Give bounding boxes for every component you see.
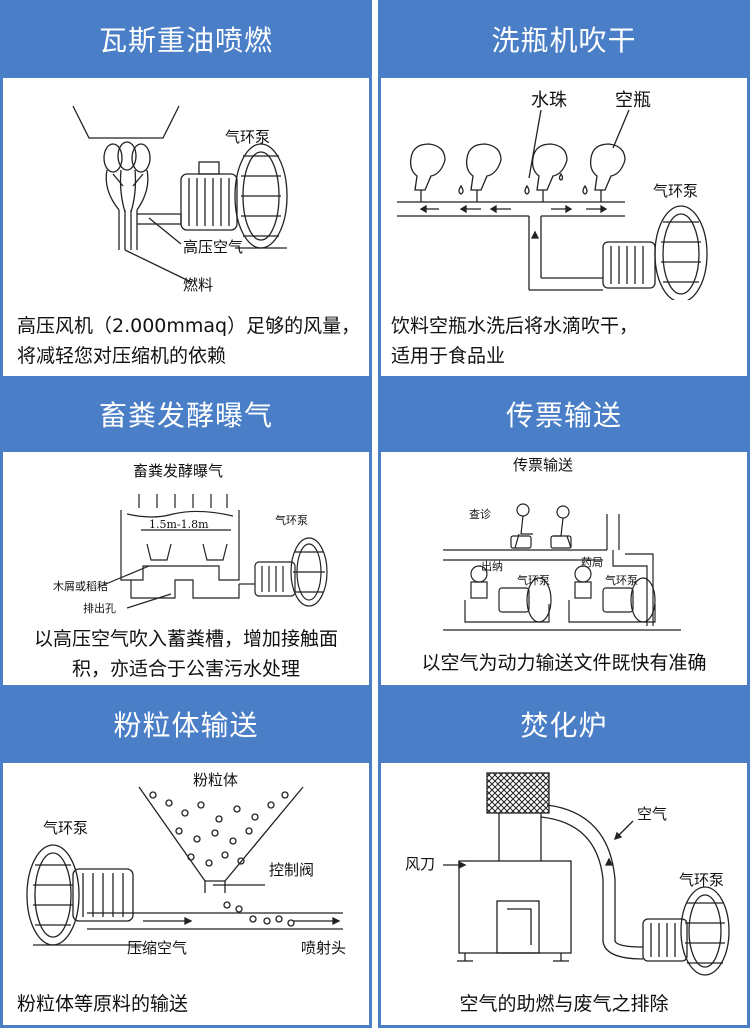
panel-title: 瓦斯重油喷燃 <box>3 0 369 78</box>
aeration-diagram: 畜粪发酵曝气 <box>3 454 369 622</box>
panel-powder-conveying: 粉粒体输送 <box>0 685 372 1028</box>
caption-line-2: 将减轻您对压缩机的依赖 <box>17 345 227 367</box>
panel-title: 畜粪发酵曝气 <box>3 376 369 452</box>
air-label: 压缩空气 <box>127 939 187 957</box>
fuel-label: 燃料 <box>183 276 213 294</box>
empty-bottle-label: 空瓶 <box>615 90 651 111</box>
caption-line-1: 高压风机（2.000mmaq）足够的风量， <box>17 315 361 337</box>
air-label: 高压空气 <box>183 238 243 256</box>
panel-title: 洗瓶机吹干 <box>381 0 747 78</box>
incinerator-diagram: 空气 风刀 气环泵 <box>381 769 747 977</box>
drain-label: 排出孔 <box>83 601 116 615</box>
nozzle-label: 喷射头 <box>301 939 346 957</box>
panel-bottle-drying: 洗瓶机吹干 <box>378 0 750 379</box>
panel-caption: 以高压空气吹入蓄粪槽，增加接触面 积，亦适合于公害污水处理 <box>3 624 369 684</box>
panel-title: 粉粒体输送 <box>3 685 369 763</box>
panel-manure-aeration: 畜粪发酵曝气 畜粪发酵曝气 <box>0 376 372 688</box>
cashier-label: 出纳 <box>481 559 503 573</box>
pump-1-label: 气环泵 <box>517 573 550 587</box>
valve-label: 控制阀 <box>269 861 314 879</box>
panel-caption: 以空气为动力输送文件既快有准确 <box>381 648 747 678</box>
panel-gas-oil-burner: 瓦斯重油喷燃 <box>0 0 372 379</box>
depth-label: 1.5m-1.8m <box>149 518 209 531</box>
panel-incinerator: 焚化炉 <box>378 685 750 1028</box>
air-label: 空气 <box>637 805 667 823</box>
straw-label: 木屑或稻秸 <box>53 580 108 593</box>
panel-title: 焚化炉 <box>381 685 747 763</box>
powder-label: 粉粒体 <box>193 771 238 789</box>
document-conveying-diagram: 传票输送 <box>381 454 747 644</box>
panel-caption: 粉粒体等原料的输送 <box>3 989 369 1019</box>
caption-line-1: 饮料空瓶水洗后将水滴吹干， <box>391 315 639 337</box>
diagram-title: 传票输送 <box>513 456 573 474</box>
pump-label: 气环泵 <box>225 128 270 146</box>
burner-diagram: 气环泵 高压空气 燃料 <box>3 82 369 300</box>
pump-label: 气环泵 <box>43 819 88 837</box>
panel-caption: 空气的助燃与废气之排除 <box>381 989 747 1019</box>
pump-2-label: 气环泵 <box>605 573 638 587</box>
water-drops-label: 水珠 <box>531 90 567 111</box>
panel-caption: 饮料空瓶水洗后将水滴吹干， 适用于食品业 <box>381 311 747 371</box>
clinic-label: 查诊 <box>469 507 491 521</box>
air-knife-label: 风刀 <box>405 855 435 873</box>
caption-line-1: 空气的助燃与废气之排除 <box>459 993 669 1015</box>
caption-line-1: 粉粒体等原料的输送 <box>17 993 189 1015</box>
panel-title: 传票输送 <box>381 376 747 452</box>
bottle-dryer-diagram: 水珠 空瓶 气环泵 <box>381 82 747 300</box>
caption-line-2: 积，亦适合于公害污水处理 <box>71 658 300 680</box>
caption-line-1: 以高压空气吹入蓄粪槽，增加接触面 <box>33 628 338 650</box>
panel-document-conveying: 传票输送 传票输送 <box>378 376 750 688</box>
pump-label: 气环泵 <box>679 871 724 889</box>
pharmacy-label: 药局 <box>581 556 603 569</box>
diagram-title: 畜粪发酵曝气 <box>133 462 223 480</box>
pump-label: 气环泵 <box>275 513 308 527</box>
powder-conveying-diagram: 粉粒体 气环泵 控制阀 压缩空气 喷射头 <box>3 769 369 977</box>
pump-label: 气环泵 <box>653 182 698 200</box>
caption-line-2: 适用于食品业 <box>391 345 506 367</box>
caption-line-1: 以空气为动力输送文件既快有准确 <box>421 652 707 674</box>
panel-caption: 高压风机（2.000mmaq）足够的风量， 将减轻您对压缩机的依赖 <box>3 311 369 371</box>
